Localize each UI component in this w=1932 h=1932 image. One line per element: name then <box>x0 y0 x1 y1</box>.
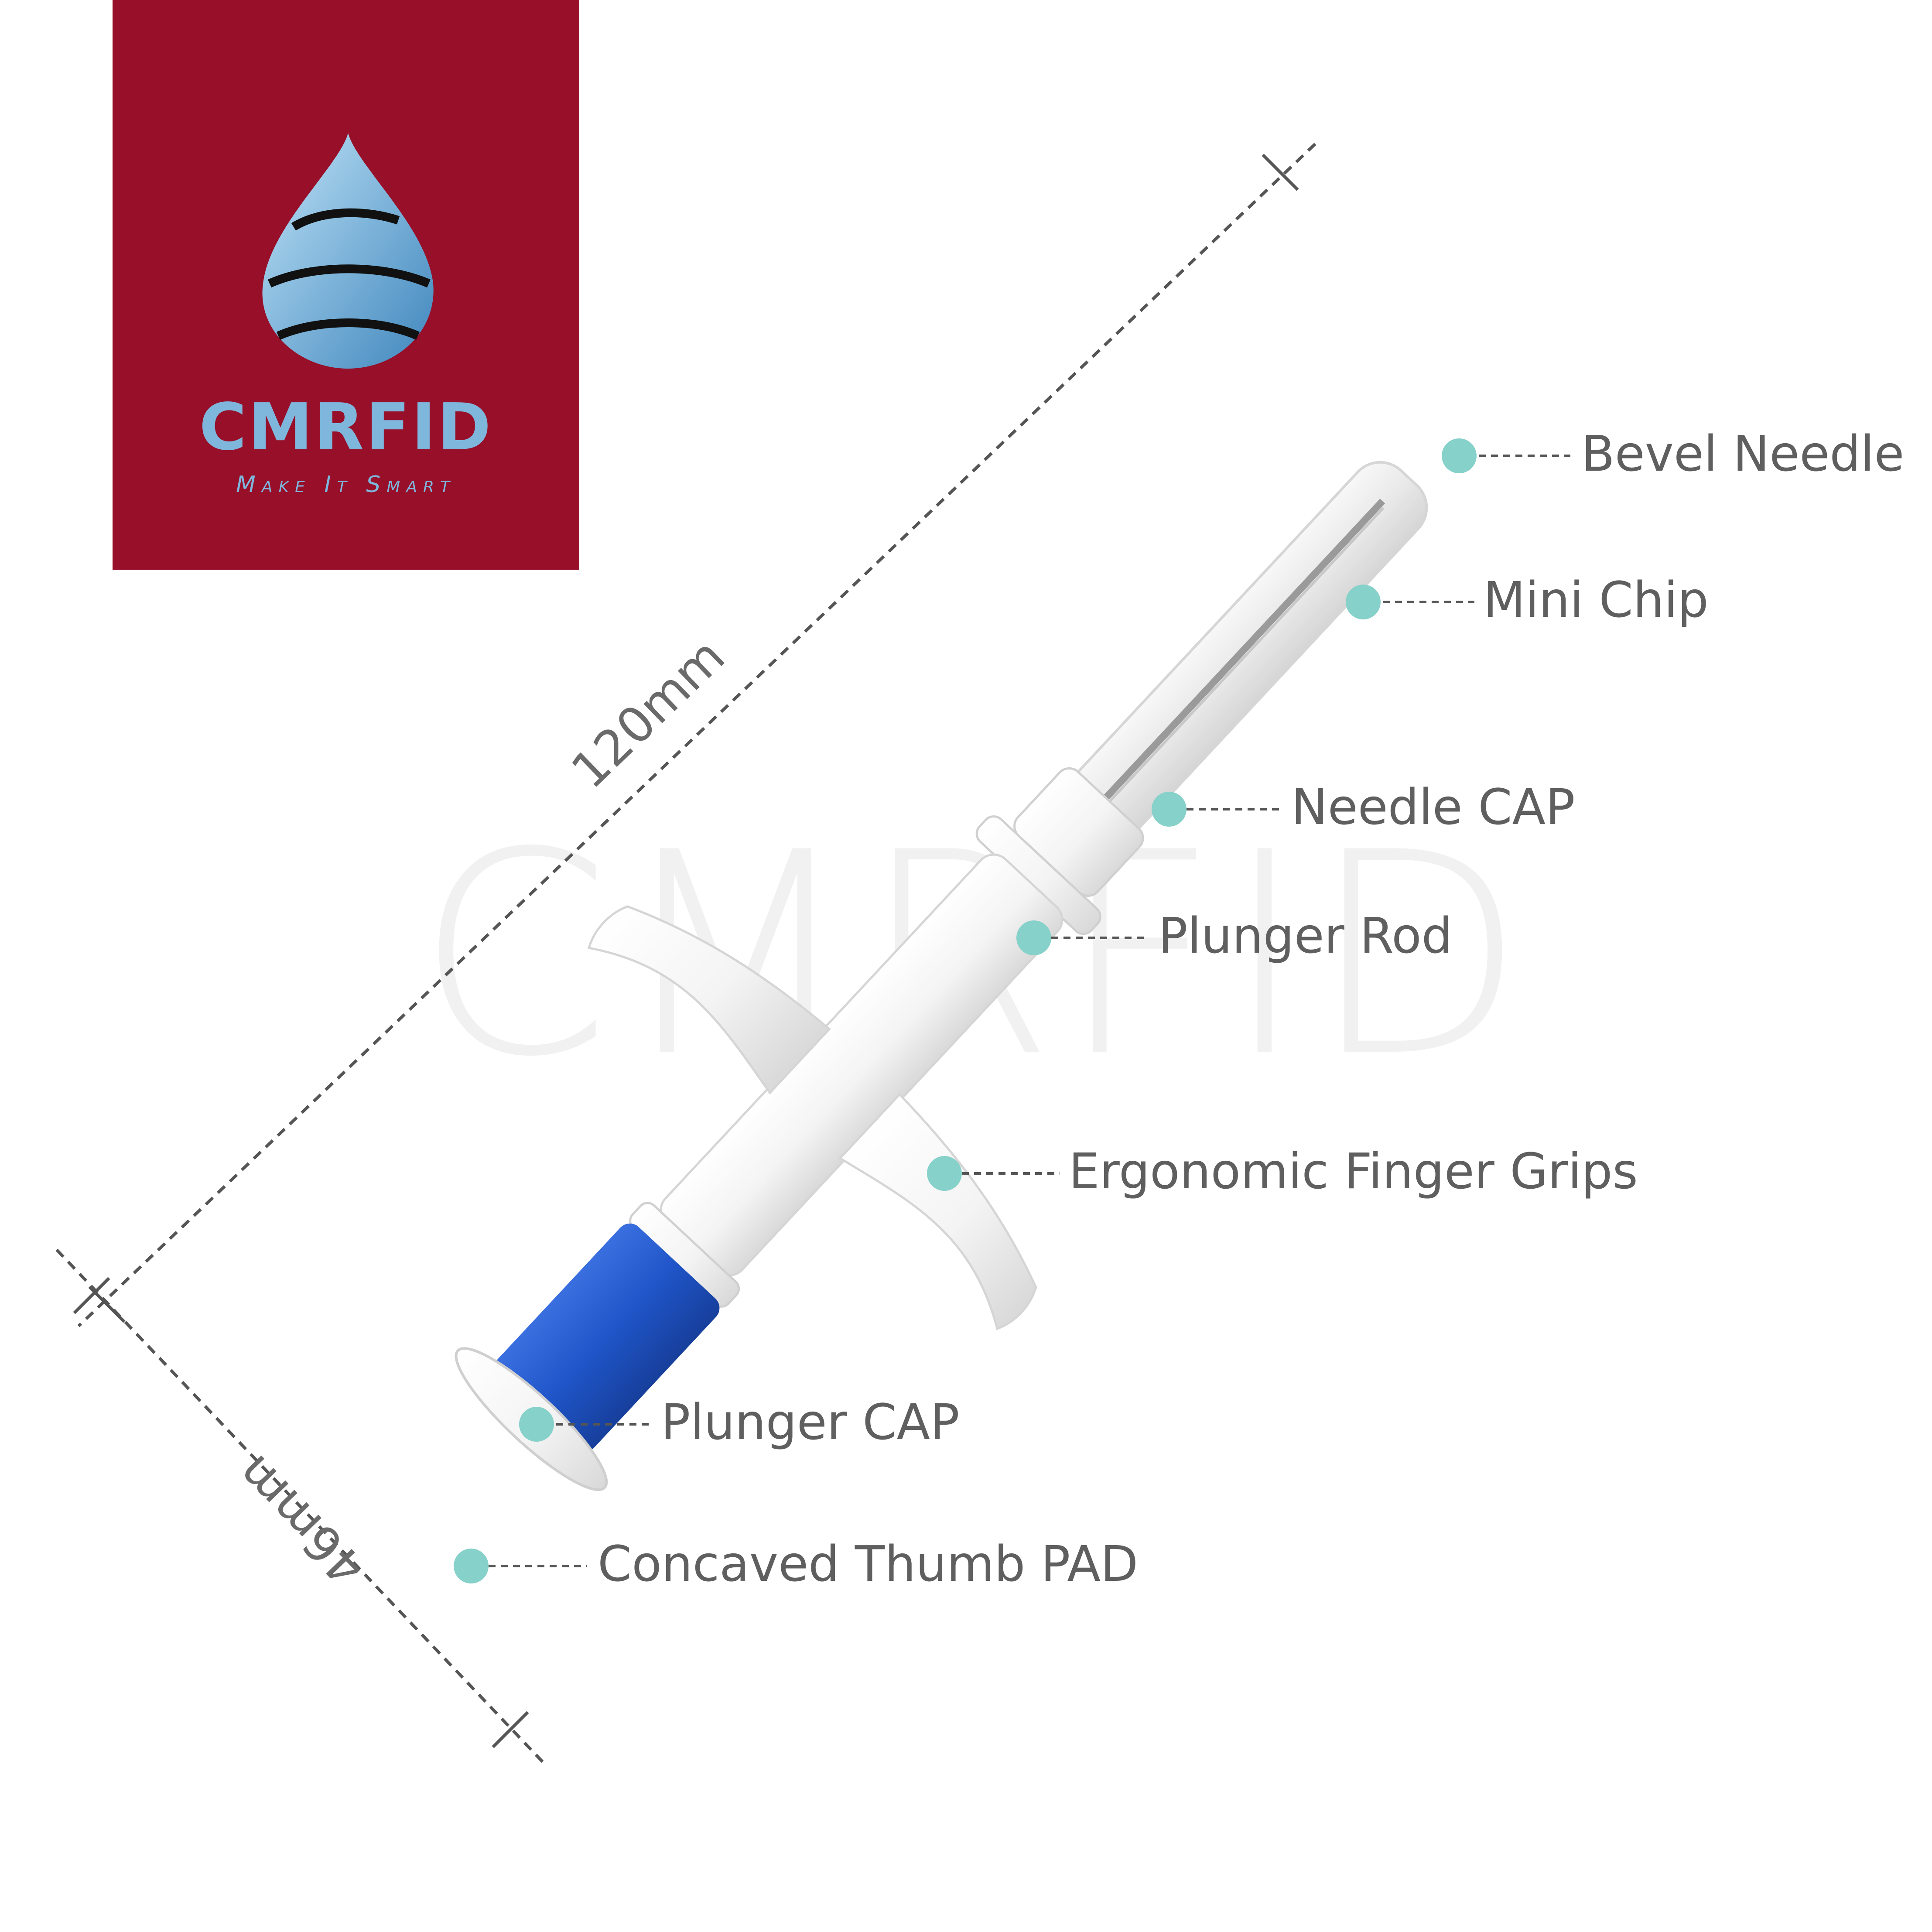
plunger-cap-marker <box>519 1407 554 1442</box>
brand-name: CMRFID <box>199 390 493 465</box>
dimension-ticks-width <box>73 1277 529 1748</box>
label-needle-cap: Needle CAP <box>1291 779 1575 836</box>
mini-chip-marker <box>1346 585 1381 619</box>
needle-cap-marker <box>1152 792 1187 827</box>
plunger-rod-marker <box>1016 920 1051 955</box>
label-mini-chip: Mini Chip <box>1483 572 1709 629</box>
thumb-pad-marker <box>454 1549 489 1583</box>
brand-tagline: Make It Smart <box>236 472 456 498</box>
water-drop-icon <box>262 133 434 369</box>
dimension-line-length <box>77 143 1316 1327</box>
bevel-needle-marker <box>1442 438 1477 473</box>
label-plunger-rod: Plunger Rod <box>1158 908 1453 964</box>
syringe <box>455 461 1428 1491</box>
finger-grips-marker <box>927 1156 962 1191</box>
label-bevel-needle: Bevel Needle <box>1581 426 1905 482</box>
brand-logo: CMRFID Make It Smart <box>113 0 579 570</box>
dimension-line-width <box>55 1248 544 1764</box>
label-plunger-cap: Plunger CAP <box>661 1394 960 1451</box>
label-finger-grips: Ergonomic Finger Grips <box>1069 1143 1638 1200</box>
label-thumb-pad: Concaved Thumb PAD <box>598 1536 1139 1593</box>
